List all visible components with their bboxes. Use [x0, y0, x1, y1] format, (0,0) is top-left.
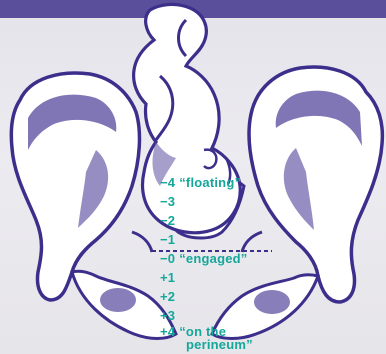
- right-ischial-spine: [242, 232, 262, 252]
- station-plus-3: +3: [160, 309, 175, 322]
- station-zero: −0 “engaged”: [160, 252, 248, 265]
- station-number: −0: [160, 252, 175, 265]
- right-obturator-foramen: [254, 290, 290, 314]
- station-plus-2: +2: [160, 290, 175, 303]
- station-number: +2: [160, 290, 175, 303]
- station-minus-4: −4 “floating”: [160, 176, 241, 189]
- station-label: “engaged”: [179, 251, 247, 266]
- station-number: +3: [160, 309, 175, 322]
- station-minus-2: −2: [160, 214, 175, 227]
- station-label-line2: perineum”: [186, 338, 253, 351]
- station-label: “floating”: [179, 175, 241, 190]
- station-number: −1: [160, 233, 175, 246]
- station-number: −2: [160, 214, 175, 227]
- left-obturator-foramen: [100, 288, 136, 312]
- station-minus-3: −3: [160, 195, 175, 208]
- station-number: −4: [160, 176, 175, 189]
- fetus-body: [134, 4, 241, 232]
- station-number: +4: [160, 325, 175, 338]
- station-plus-4: +4“on the perineum”: [160, 325, 253, 351]
- left-ischial-spine: [132, 232, 152, 252]
- station-plus-1: +1: [160, 271, 175, 284]
- station-number: +1: [160, 271, 175, 284]
- station-minus-1: −1: [160, 233, 175, 246]
- station-number: −3: [160, 195, 175, 208]
